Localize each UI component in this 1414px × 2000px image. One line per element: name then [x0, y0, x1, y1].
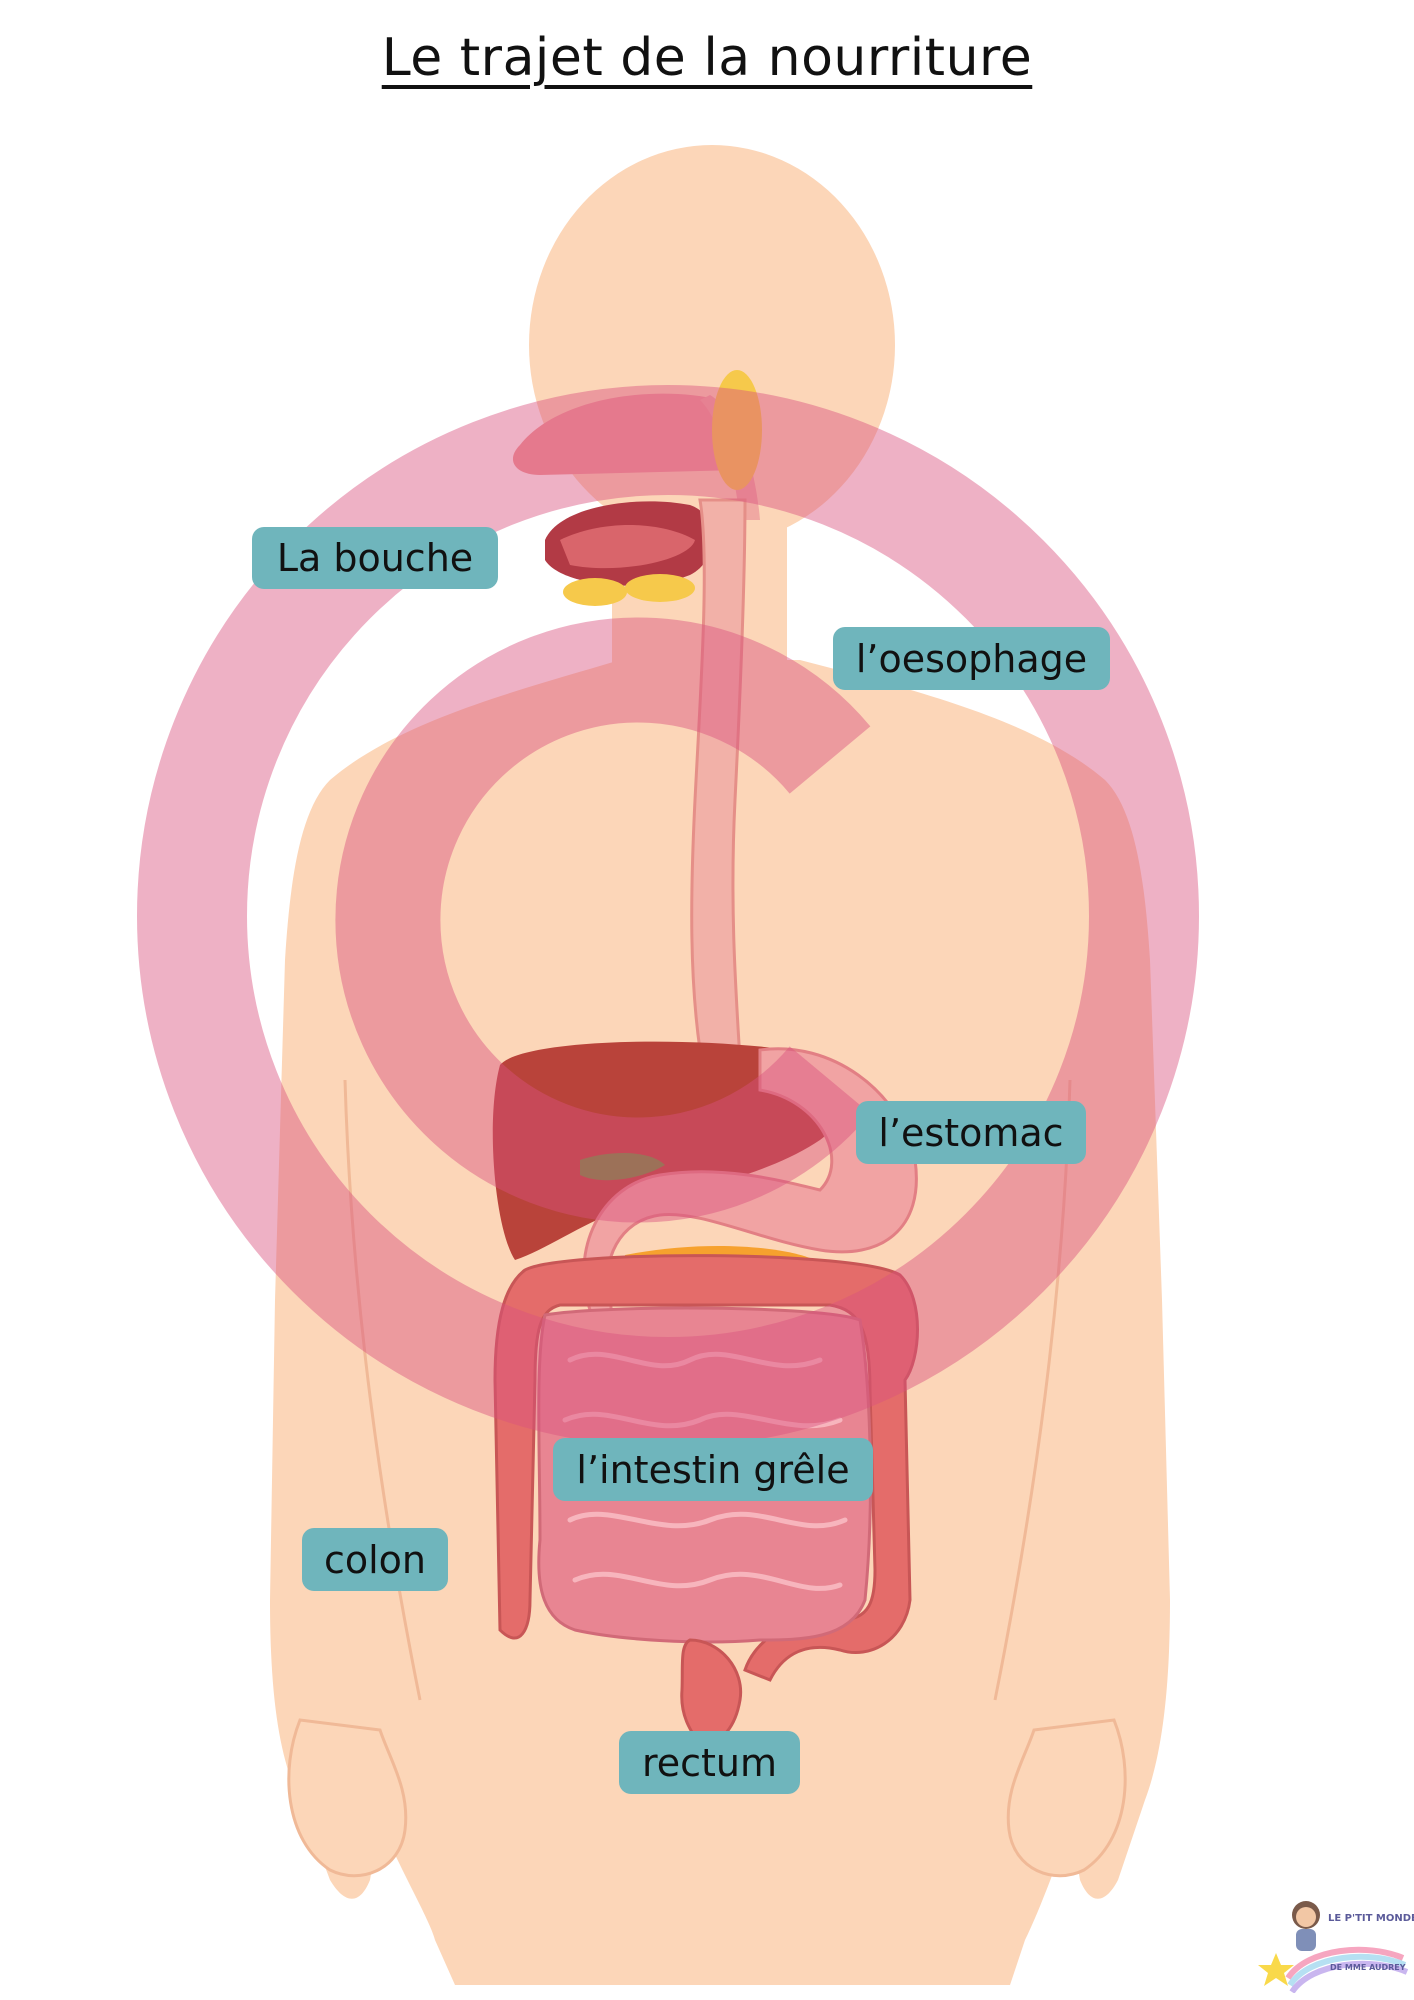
brand-logo: LE P'TIT MONDE DE MME AUDREY	[1258, 1893, 1414, 1994]
logo-text-line1: LE P'TIT MONDE	[1328, 1913, 1414, 1924]
label-rectum: rectum	[619, 1731, 800, 1794]
salivary-glands	[563, 370, 762, 606]
gallbladder	[580, 1153, 665, 1181]
intestine-folds	[562, 1351, 848, 1591]
label-intestin-grele: l’intestin grêle	[553, 1438, 873, 1501]
label-oesophage: l’oesophage	[833, 627, 1110, 690]
rainbow-star-icon	[1258, 1901, 1409, 1994]
hands	[287, 1718, 1127, 1878]
page-title: Le trajet de la nourriture	[381, 28, 1033, 88]
label-estomac: l’estomac	[856, 1101, 1086, 1164]
label-bouche: La bouche	[252, 527, 498, 589]
liver	[492, 1041, 844, 1260]
logo-text-line2: DE MME AUDREY	[1330, 1963, 1406, 1972]
label-colon: colon	[302, 1528, 448, 1591]
